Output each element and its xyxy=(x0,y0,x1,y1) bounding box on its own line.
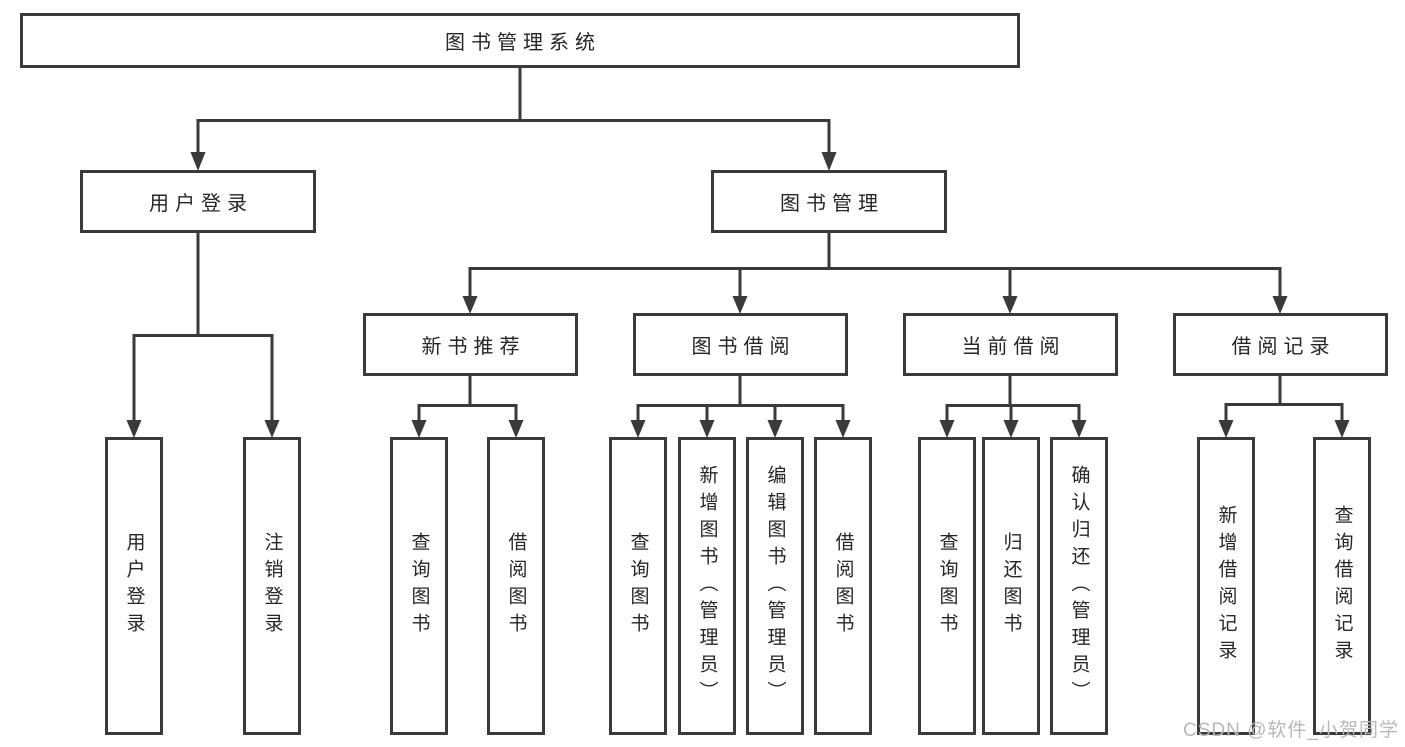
node-label: 图书管理 xyxy=(780,193,884,215)
leaf-label: 注销登录 xyxy=(261,532,283,640)
leaf-add-borrow-record: 新增借阅记录 xyxy=(1197,437,1255,735)
node-current-borrowing: 当前借阅 xyxy=(903,313,1118,376)
leaf-query-books-current: 查询图书 xyxy=(918,437,976,735)
node-label: 用户登录 xyxy=(149,193,253,215)
leaf-query-books-borrowing: 查询图书 xyxy=(609,437,667,735)
leaf-label: 借阅图书 xyxy=(832,532,854,640)
node-new-book-recommend: 新书推荐 xyxy=(363,313,578,376)
leaf-label: 新增图书（管理员） xyxy=(696,464,718,708)
leaf-confirm-return-admin: 确认归还（管理员） xyxy=(1050,437,1108,735)
leaf-add-book-admin: 新增图书（管理员） xyxy=(678,437,736,735)
leaf-label: 查询图书 xyxy=(627,532,649,640)
leaf-label: 查询图书 xyxy=(936,532,958,640)
leaf-borrow-books: 借阅图书 xyxy=(814,437,872,735)
csdn-watermark: CSDN @软件_小贺同学 xyxy=(1183,720,1399,741)
leaf-query-borrow-record: 查询借阅记录 xyxy=(1313,437,1371,735)
leaf-logout: 注销登录 xyxy=(243,437,301,735)
node-borrowing-records: 借阅记录 xyxy=(1173,313,1388,376)
arrowhead-icons xyxy=(126,152,1350,438)
leaf-user-login: 用户登录 xyxy=(105,437,163,735)
leaf-label: 确认归还（管理员） xyxy=(1068,464,1090,708)
node-book-borrowing: 图书借阅 xyxy=(633,313,848,376)
node-label: 当前借阅 xyxy=(961,336,1066,358)
leaf-borrow-books-recommend: 借阅图书 xyxy=(487,437,545,735)
leaf-label: 查询借阅记录 xyxy=(1331,505,1353,667)
leaf-label: 借阅图书 xyxy=(505,532,527,640)
node-label: 图书管理系统 xyxy=(445,32,601,54)
tree-edges xyxy=(132,66,1344,423)
node-book-management: 图书管理 xyxy=(711,170,947,233)
node-library-system: 图书管理系统 xyxy=(20,13,1020,68)
node-label: 图书借阅 xyxy=(691,336,796,358)
leaf-return-books: 归还图书 xyxy=(982,437,1040,735)
leaf-label: 新增借阅记录 xyxy=(1215,505,1237,667)
leaf-label: 查询图书 xyxy=(408,532,430,640)
leaf-label: 归还图书 xyxy=(1000,532,1022,640)
node-label: 借阅记录 xyxy=(1231,336,1336,358)
leaf-edit-book-admin: 编辑图书（管理员） xyxy=(746,437,804,735)
node-label: 新书推荐 xyxy=(421,336,526,358)
node-user-login: 用户登录 xyxy=(80,170,316,233)
leaf-label: 编辑图书（管理员） xyxy=(764,464,786,708)
leaf-label: 用户登录 xyxy=(123,532,145,640)
leaf-query-books-recommend: 查询图书 xyxy=(390,437,448,735)
